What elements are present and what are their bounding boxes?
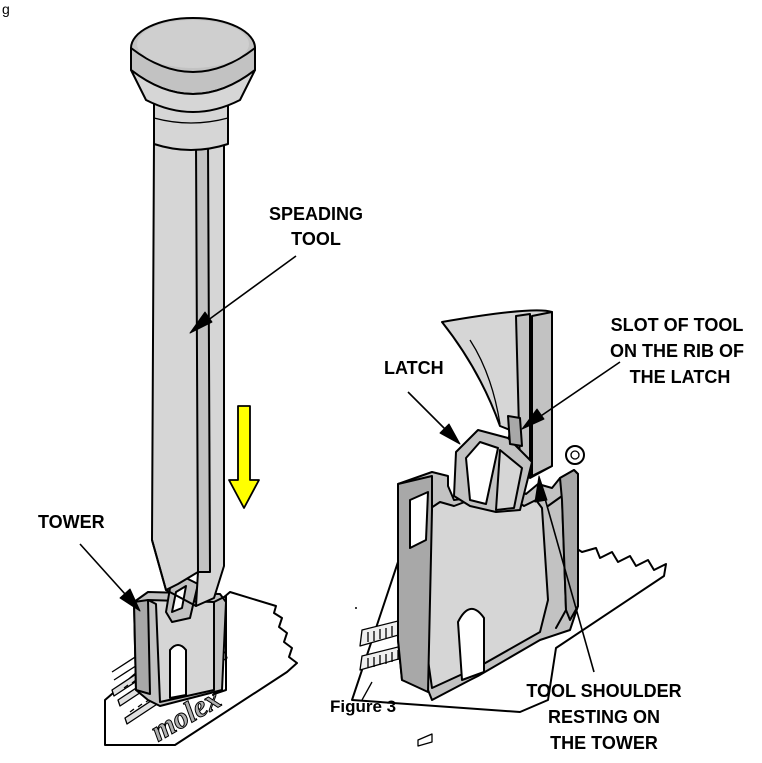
label-spreading-tool-line2: TOOL [291, 229, 341, 249]
right-latch [453, 415, 533, 513]
left-spreading-tool [151, 139, 225, 607]
down-arrow-icon [228, 405, 260, 509]
callout-tool-shoulder: TOOL SHOULDER RESTING ON THE TOWER [526, 475, 682, 753]
label-slot-line2: ON THE RIB OF [610, 341, 744, 361]
callout-tower: TOWER [38, 512, 141, 612]
label-shoulder-line3: THE TOWER [550, 733, 658, 753]
label-latch: LATCH [384, 358, 444, 378]
label-shoulder-line2: RESTING ON [548, 707, 660, 727]
left-tower [133, 591, 227, 707]
callout-spreading-tool: SPEADING TOOL [189, 204, 363, 334]
page-marker: g [2, 1, 10, 17]
label-shoulder-line1: TOOL SHOULDER [526, 681, 681, 701]
label-slot-line3: THE LATCH [630, 367, 731, 387]
right-tower [397, 445, 585, 701]
left-tool-handle [130, 17, 256, 151]
label-spreading-tool-line1: SPEADING [269, 204, 363, 224]
right-assembly [351, 309, 667, 747]
callout-slot-of-tool: SLOT OF TOOL ON THE RIB OF THE LATCH [521, 315, 744, 430]
figure-caption: Figure 3 [330, 697, 396, 716]
left-assembly: molex [104, 17, 298, 749]
callout-latch: LATCH [384, 358, 461, 445]
label-tower: TOWER [38, 512, 105, 532]
label-slot-line1: SLOT OF TOOL [611, 315, 744, 335]
right-spreading-tool [441, 309, 553, 479]
